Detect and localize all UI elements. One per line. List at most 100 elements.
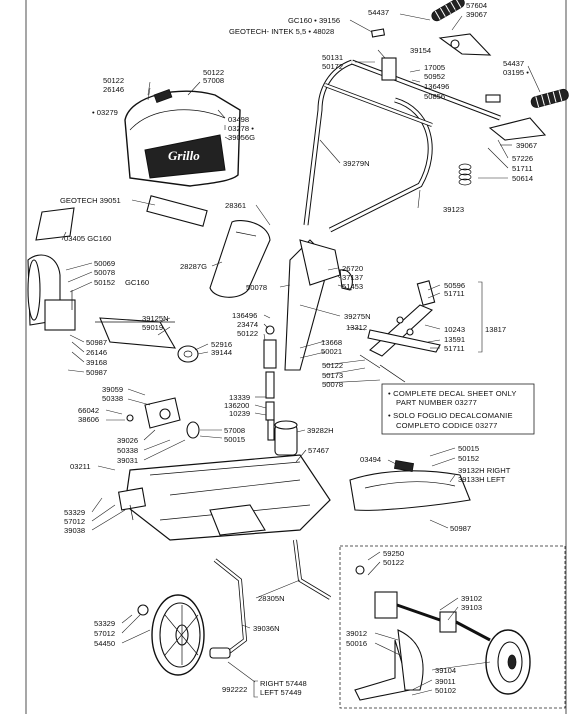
label-right-57448: RIGHT 57448: [260, 679, 307, 688]
label-13339: 13339: [229, 393, 250, 402]
label-39026: 39026: [117, 436, 138, 445]
label-39275n: 39275N: [344, 312, 371, 321]
label-39038: 39038: [64, 526, 85, 535]
label-50078c: 50078: [322, 380, 343, 389]
note-line-4: COMPLETO CODICE 03277: [396, 421, 498, 430]
label-39168: 39168: [86, 358, 107, 367]
label-17005: 17005: [424, 63, 445, 72]
label-37137: 37137: [342, 273, 363, 282]
cable-clamp: [381, 57, 397, 81]
label-51711b: 51711: [444, 289, 465, 298]
label-39067b: 39067: [516, 141, 537, 150]
label-50122a: 50122: [103, 76, 124, 85]
label-50152b: 50152: [458, 454, 479, 463]
label-gc160b: GC160: [125, 278, 149, 287]
grillo-logo: Grillo: [168, 148, 200, 163]
label-54437b: 54437: [503, 59, 524, 68]
label-28305n: 28305N: [258, 594, 285, 603]
label-50172: 50172: [322, 62, 343, 71]
label-50987c: 50987: [450, 524, 471, 533]
decal-03405: [35, 207, 75, 241]
label-39132h: 39132H RIGHT: [458, 466, 511, 475]
spring-50614: [458, 163, 472, 186]
label-50152a: 50152: [94, 278, 115, 287]
label-50173: 50173: [322, 371, 343, 380]
label-39036n: 39036N: [253, 624, 280, 633]
label-39133h: 39133H LEFT: [458, 475, 506, 484]
label-50338b: 50338: [117, 446, 138, 455]
label-28361: 28361: [225, 201, 246, 210]
chassis-39038: [117, 454, 331, 541]
decal-small: [485, 94, 501, 103]
label-39104: 39104: [435, 666, 456, 675]
label-53329b: 53329: [94, 619, 115, 628]
label-50122c: 50122: [237, 329, 258, 338]
label-136496a: 136496: [424, 82, 449, 91]
label-26146b: 26146: [86, 348, 107, 357]
label-136200: 136200: [224, 401, 249, 410]
decal-note-box: [381, 383, 535, 435]
label-50952: 50952: [424, 72, 445, 81]
throttle-lever: [438, 33, 492, 56]
optional-wheel-kit: [354, 565, 531, 701]
label-left-57449: LEFT 57449: [260, 688, 302, 697]
label-50987a: 50987: [86, 338, 107, 347]
clutch-lever: [488, 117, 547, 141]
label-10243: 10243: [444, 325, 465, 334]
handlebar-assembly: [303, 0, 569, 233]
label-03494: 03494: [360, 455, 381, 464]
engine-mount: [27, 254, 76, 331]
label-57467: 57467: [308, 446, 329, 455]
grip-right: [530, 88, 569, 108]
label-136496b: 136496: [232, 311, 257, 320]
label-39067a: 39067: [466, 10, 487, 19]
label-26720: 26720: [342, 264, 363, 273]
label-39125n: 39125N: [142, 314, 169, 323]
label-50078b: 50078: [246, 283, 267, 292]
wheel-assembly-left: [137, 558, 248, 676]
part-labels: 54437 57604 39067 GC160 • 39156 GEOTECH-…: [60, 1, 537, 697]
label-54437a: 54437: [368, 8, 389, 17]
label-50122d: 50122: [322, 361, 343, 370]
note-line-1: • COMPLETE DECAL SHEET ONLY: [388, 389, 517, 398]
engine-cover: Grillo: [124, 88, 241, 187]
label-52916: 52916: [211, 340, 232, 349]
label-50069: 50069: [94, 259, 115, 268]
label-66042: 66042: [78, 406, 99, 415]
label-50015a: 50015: [224, 435, 245, 444]
label-50016: 50016: [346, 639, 367, 648]
label-51711c: 51711: [444, 344, 465, 353]
label-57008b: 57008: [224, 426, 245, 435]
label-992222: 992222: [222, 685, 247, 694]
label-03211: 03211: [70, 462, 91, 471]
label-50021: 50021: [321, 347, 342, 356]
label-50122b: 50122: [203, 68, 224, 77]
lever-assembly-13817: [359, 280, 441, 383]
label-13668: 13668: [321, 338, 342, 347]
optional-kit-box: [339, 545, 566, 709]
label-39031: 39031: [117, 456, 138, 465]
label-51711a: 51711: [512, 164, 533, 173]
note-line-3: • SOLO FOGLIO DECALCOMANIE: [388, 411, 513, 420]
label-39059: 39059: [102, 385, 123, 394]
label-39012: 39012: [346, 629, 367, 638]
label-geotech-39051: GEOTECH 39051: [60, 196, 121, 205]
label-50015b: 50015: [458, 444, 479, 453]
label-51453: 51453: [342, 282, 363, 291]
label-50856: 50856: [424, 92, 445, 101]
label-39282h: 39282H: [307, 426, 334, 435]
label-53329a: 53329: [64, 508, 85, 517]
label-57012b: 57012: [94, 629, 115, 638]
grip-top: [431, 0, 465, 22]
label-54450: 54450: [94, 639, 115, 648]
label-59019: 59019: [142, 323, 163, 332]
label-50596: 50596: [444, 281, 465, 290]
label-03498: 03498: [228, 115, 249, 124]
label-gc160-39156: GC160 • 39156: [288, 16, 340, 25]
label-03279: • 03279: [92, 108, 118, 117]
label-50131: 50131: [322, 53, 343, 62]
label-57012a: 57012: [64, 517, 85, 526]
label-03195: 03195 •: [503, 68, 529, 77]
label-geotech-intek: GEOTECH- INTEK 5,5 • 48028: [229, 27, 334, 36]
label-39102: 39102: [461, 594, 482, 603]
